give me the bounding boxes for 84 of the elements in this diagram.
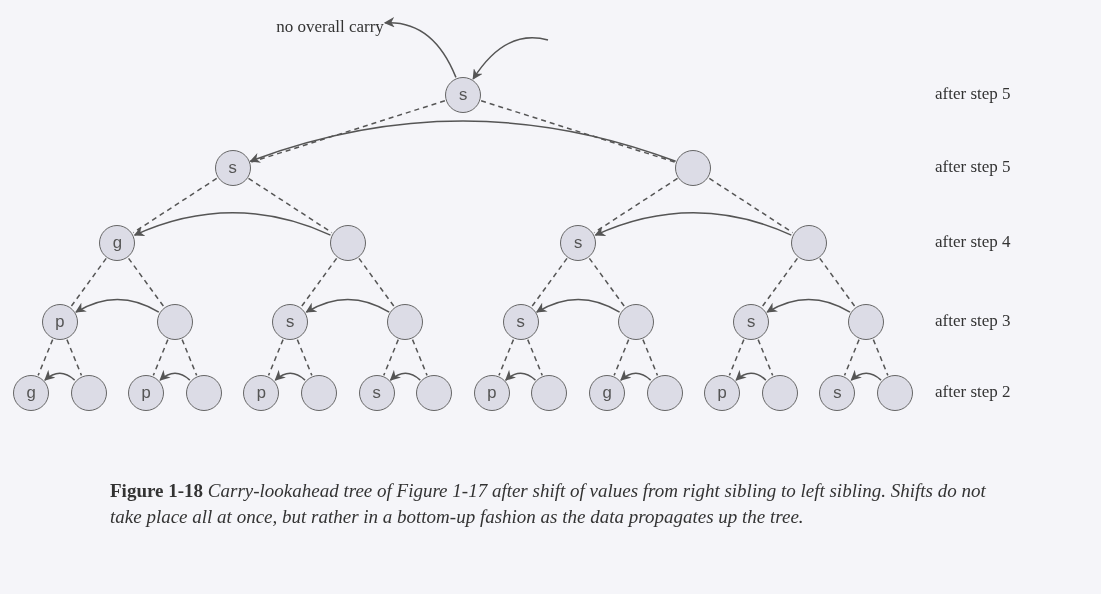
empty-circle-node — [877, 375, 913, 411]
empty-circle-node — [185, 375, 222, 411]
lettered-circle-node: p — [243, 375, 280, 411]
connector-line — [132, 177, 218, 234]
lettered-circle-node: g — [99, 225, 136, 261]
connector-line — [593, 177, 679, 234]
arrow — [305, 298, 390, 313]
connector-line — [127, 257, 165, 308]
connector-line — [872, 338, 889, 377]
empty-circle-node — [329, 225, 366, 261]
arrow — [620, 370, 652, 381]
arrow — [383, 17, 457, 79]
lettered-circle-node: g — [13, 375, 49, 411]
figure-caption: Figure 1-18 Carry-lookahead tree of Figure 1-17 after shift of values from right sibling to left sibling. Shifts do not take place all at once, but rather in a bottom-up fashion as the data propagates up the tree. — [110, 479, 987, 529]
arrow — [44, 370, 76, 381]
arrow — [594, 212, 793, 237]
lettered-circle-node: p — [41, 304, 78, 340]
empty-circle-node — [157, 304, 193, 340]
connector-line — [152, 338, 169, 377]
annotation-text: no overall carry — [275, 5, 385, 47]
connector-line — [383, 338, 399, 377]
arrow — [735, 370, 767, 381]
lettered-circle-node: g — [589, 375, 625, 411]
connector-line — [588, 257, 626, 308]
empty-circle-node — [301, 375, 337, 411]
lettered-circle-node: s — [733, 304, 769, 340]
arrow — [133, 212, 332, 237]
empty-circle-node — [790, 225, 827, 261]
arrow — [504, 370, 537, 381]
arrow — [535, 298, 621, 313]
level-label: after step 5 — [935, 84, 1011, 104]
empty-circle-node — [617, 304, 654, 340]
empty-circle-node — [646, 375, 683, 411]
empty-circle-node — [531, 375, 568, 411]
connector-line — [757, 338, 774, 377]
arrow — [766, 298, 851, 313]
arrow — [389, 370, 421, 381]
connector-line — [613, 338, 630, 377]
empty-circle-node — [70, 375, 107, 411]
connector-line — [819, 257, 856, 308]
level-label: after step 4 — [935, 232, 1011, 252]
connector-line — [728, 338, 745, 377]
arrow — [472, 37, 549, 80]
connector-line — [531, 257, 568, 308]
lettered-circle-node: p — [473, 375, 510, 411]
empty-circle-node — [761, 375, 798, 411]
connector-line — [498, 338, 515, 377]
lettered-circle-node: p — [128, 375, 165, 411]
lettered-circle-node: s — [272, 304, 309, 340]
connector-line — [642, 338, 659, 377]
lettered-circle-node: s — [819, 375, 856, 411]
lettered-circle-node: s — [445, 77, 481, 113]
connector-line — [358, 257, 395, 308]
connector-line — [296, 338, 313, 377]
empty-circle-node — [416, 375, 453, 411]
lettered-circle-node: s — [214, 150, 251, 186]
empty-circle-node — [848, 304, 885, 340]
lettered-circle-node: p — [704, 375, 741, 411]
connector-line — [761, 257, 799, 308]
connector-line — [66, 338, 83, 377]
connector-line — [411, 338, 428, 377]
connector-line — [181, 338, 198, 377]
arrow — [159, 370, 191, 381]
level-label: after step 3 — [935, 311, 1011, 331]
connector-line — [37, 338, 54, 377]
connector-line — [480, 100, 677, 163]
arrow — [274, 370, 306, 381]
level-label: after step 2 — [935, 382, 1011, 402]
connector-line — [300, 257, 338, 308]
connector-line — [247, 177, 333, 234]
lettered-circle-node: s — [358, 375, 395, 411]
empty-circle-node — [675, 150, 712, 186]
connector-line — [70, 257, 107, 308]
lettered-circle-node: s — [502, 304, 539, 340]
arrow — [249, 120, 677, 164]
level-label: after step 5 — [935, 157, 1011, 177]
connector-line — [267, 338, 284, 377]
lettered-circle-node: s — [560, 225, 597, 261]
arrow — [75, 298, 160, 313]
empty-circle-node — [387, 304, 424, 340]
arrow — [850, 370, 882, 381]
connector-line — [527, 338, 543, 377]
connector-line — [708, 177, 794, 234]
connector-line — [843, 338, 860, 377]
